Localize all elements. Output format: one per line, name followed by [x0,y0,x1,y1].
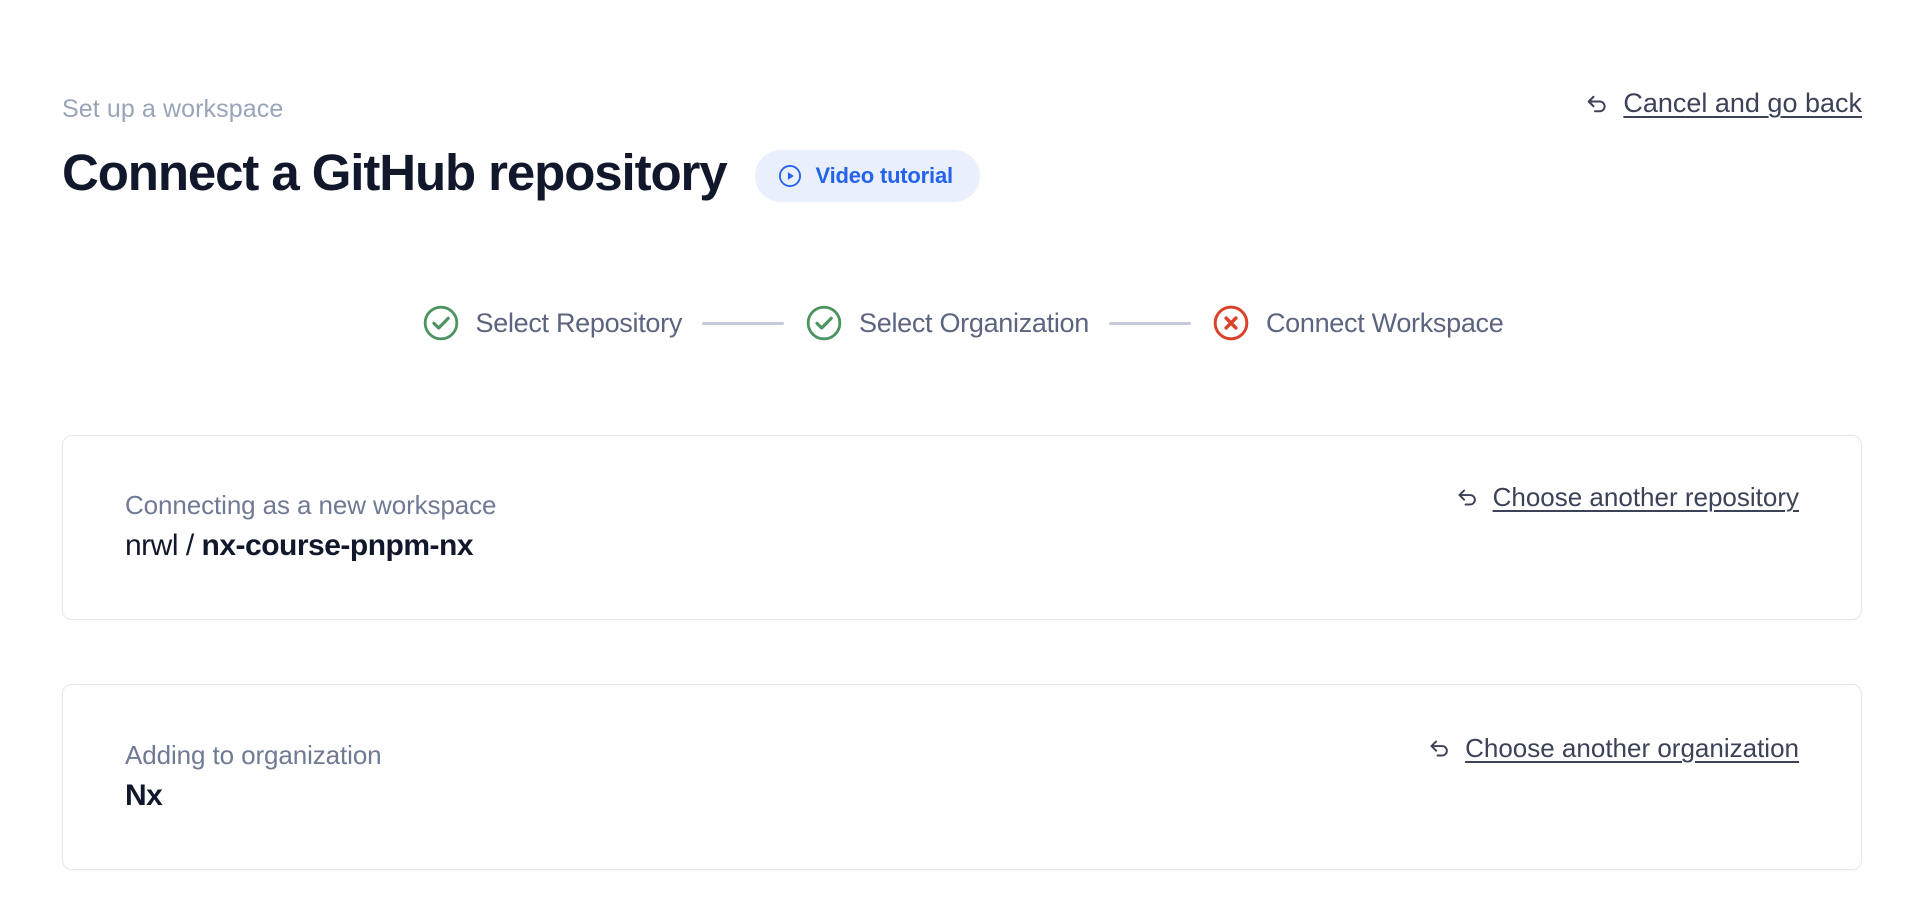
repository-owner: nrwl [125,529,179,563]
choose-another-organization-label: Choose another organization [1465,733,1799,763]
choose-another-repository-link[interactable]: Choose another repository [1453,482,1799,513]
step-select-organization[interactable]: Select Organization [804,303,1089,343]
organization-card-body: Adding to organization Nx [125,741,382,813]
check-circle-icon [421,303,461,343]
step-connect-workspace[interactable]: Connect Workspace [1211,303,1504,343]
organization-card-caption: Adding to organization [125,739,382,770]
back-arrow-icon [1425,734,1454,763]
step-label: Connect Workspace [1265,307,1504,338]
organization-card-value: Nx [125,779,382,814]
choose-another-repository-label: Choose another repository [1492,482,1799,512]
repository-card: Connecting as a new workspace nrwl / nx-… [62,435,1862,620]
breadcrumb-eyebrow: Set up a workspace [62,95,284,123]
page-header: Set up a workspace Connect a GitHub repo… [62,95,1862,202]
repository-name: nx-course-pnpm-nx [201,529,474,563]
repository-card-caption: Connecting as a new workspace [125,490,497,521]
play-circle-icon [777,163,803,189]
back-arrow-icon [1453,483,1482,512]
choose-another-organization-link[interactable]: Choose another organization [1425,733,1799,764]
step-select-repository[interactable]: Select Repository [421,303,683,343]
repository-card-value: nrwl / nx-course-pnpm-nx [125,529,496,564]
repository-card-body: Connecting as a new workspace nrwl / nx-… [125,490,497,564]
x-circle-icon [1211,303,1251,343]
video-tutorial-button[interactable]: Video tutorial [754,149,980,202]
stepper-connector [702,321,785,325]
step-label: Select Repository [475,307,683,338]
check-circle-icon [804,303,844,343]
back-arrow-icon [1582,89,1612,119]
cancel-and-go-back-link[interactable]: Cancel and go back [1582,88,1862,119]
organization-card: Adding to organization Nx Choose another… [62,684,1862,870]
cancel-and-go-back-label: Cancel and go back [1623,88,1862,118]
stepper-connector [1108,321,1191,325]
video-tutorial-label: Video tutorial [815,162,954,188]
step-label: Select Organization [859,307,1089,338]
organization-name: Nx [125,778,163,812]
progress-stepper: Select Repository Select Organization Co… [0,303,1924,343]
title-row: Connect a GitHub repository Video tutori… [62,146,1862,202]
page-title: Connect a GitHub repository [62,144,728,202]
repository-separator: / [178,529,202,563]
